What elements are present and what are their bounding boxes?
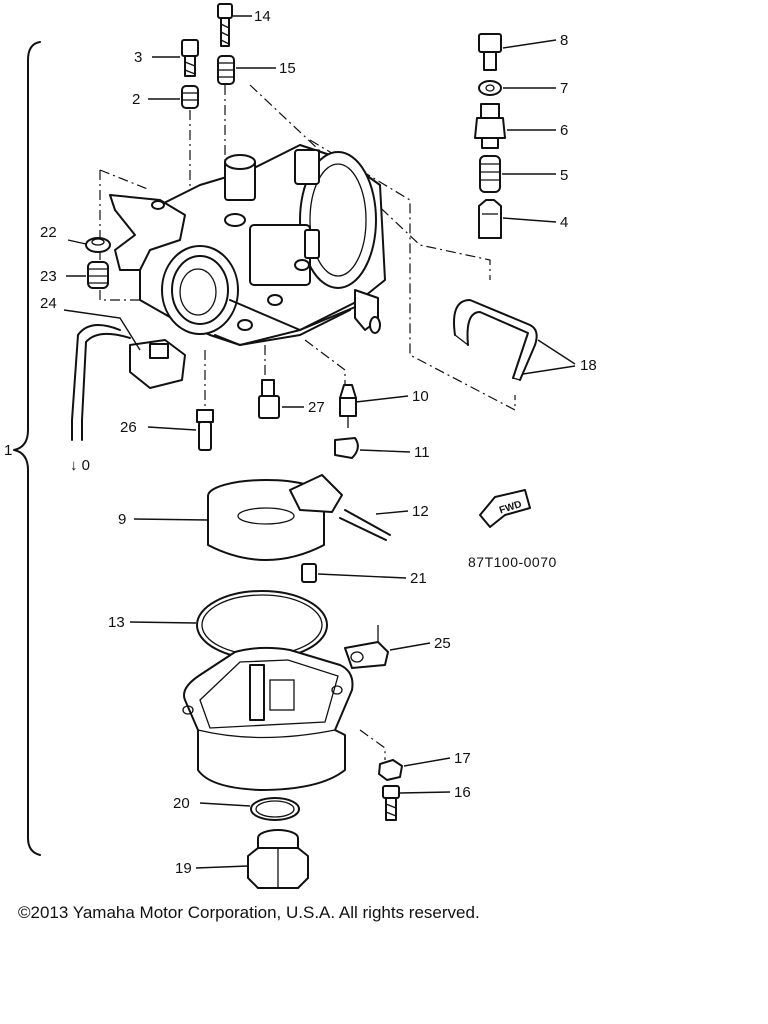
part-21-screw: [301, 563, 317, 583]
copyright-notice: ©2013 Yamaha Motor Corporation, U.S.A. A…: [18, 903, 480, 922]
part-12-pin: [339, 509, 391, 541]
callout-27: 27: [308, 399, 325, 416]
part-7-washer: [478, 80, 502, 96]
callout-14: 14: [254, 8, 271, 25]
part-25-bracket: [344, 625, 389, 669]
part-23-spring: [87, 261, 109, 289]
callout-18: 18: [580, 357, 597, 374]
callout-21: 21: [410, 570, 427, 587]
callout-labels: 14 15 3 2 8 7 6 5 4 22 23 24 18 10 27 26…: [40, 8, 597, 877]
callout-23: 23: [40, 268, 57, 285]
callout-19: 19: [175, 860, 192, 877]
callout-24: 24: [40, 295, 57, 312]
part-2-spring: [181, 85, 199, 109]
part-15-spring: [217, 55, 235, 85]
part-6-fitting: [474, 103, 506, 149]
part-9-float: [207, 474, 343, 561]
part-24-wire-connector: [71, 324, 186, 441]
callout-4: 4: [560, 214, 568, 231]
callout-12: 12: [412, 503, 429, 520]
part-22-cap: [85, 237, 111, 253]
callout-5: 5: [560, 167, 568, 184]
part-19-drain-plug: [247, 829, 309, 889]
callout-9: 9: [118, 511, 126, 528]
callout-3: 3: [134, 49, 142, 66]
callout-22: 22: [40, 224, 57, 241]
callout-1: 1: [4, 442, 12, 459]
callout-17: 17: [454, 750, 471, 767]
callout-11: 11: [414, 444, 430, 461]
leader-lines: [63, 15, 576, 869]
callout-13: 13: [108, 614, 125, 631]
wire-end-label: ↓ 0: [70, 457, 90, 474]
assembly-bracket: [13, 41, 41, 856]
part-16-screw: [382, 785, 400, 821]
part-18-hose: [453, 299, 538, 381]
carburetor-body: [109, 144, 386, 346]
part-5-spring: [479, 155, 501, 193]
callout-16: 16: [454, 784, 471, 801]
part-26-jet: [196, 409, 214, 451]
part-4-plunger: [478, 199, 502, 239]
part-20-o-ring: [250, 797, 300, 821]
part-27-jet: [258, 379, 280, 419]
part-10-needle-valve: [339, 384, 357, 428]
drawing-code: 87T100-0070: [468, 554, 557, 570]
callout-20: 20: [173, 795, 190, 812]
callout-6: 6: [560, 122, 568, 139]
callout-26: 26: [120, 419, 137, 436]
part-8-bolt: [478, 33, 502, 71]
callout-2: 2: [132, 91, 140, 108]
fwd-arrow-icon: FWD: [479, 489, 531, 528]
callout-25: 25: [434, 635, 451, 652]
part-14-screw: [217, 3, 233, 47]
float-bowl: [182, 646, 354, 791]
callout-8: 8: [560, 32, 568, 49]
callout-7: 7: [560, 80, 568, 97]
callout-10: 10: [412, 388, 429, 405]
part-3-screw: [181, 39, 199, 77]
part-11-clip: [334, 437, 359, 459]
callout-15: 15: [279, 60, 296, 77]
part-17-washer: [378, 759, 403, 781]
